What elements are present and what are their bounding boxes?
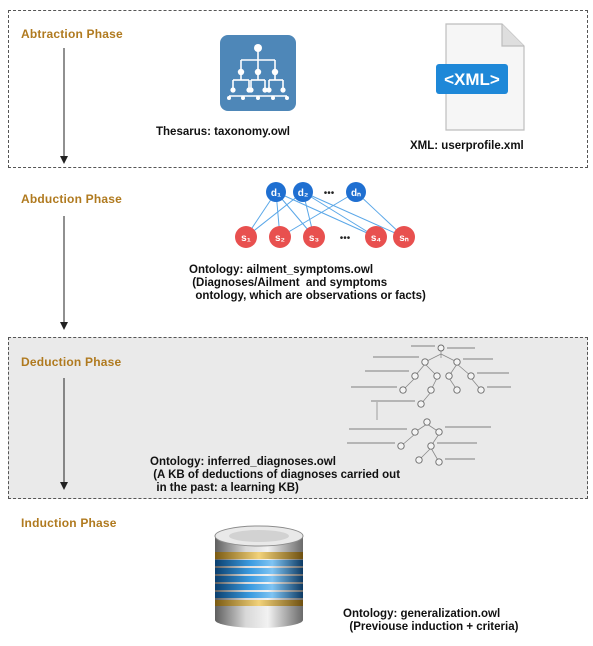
disease-ellipsis: ••• [324,188,335,199]
xml-caption: XML: userprofile.xml [410,140,524,152]
symptom-node [303,226,325,248]
symptom-node-label: sₙ [399,233,409,244]
abduction-caption-line1: Ontology: ailment_symptoms.owl [189,264,374,276]
disease-node [346,182,366,202]
disease-node [266,182,286,202]
deduction-caption-line2: (A KB of deductions of diagnoses carried… [150,469,401,481]
induction-caption-line1: Ontology: generalization.owl [343,608,501,620]
disease-node [293,182,313,202]
symptom-node-label: s₁ [241,233,251,244]
ailment-symptom-graph: d₁ d₂ dₙ ••• s₁ s₂ s₃ s₄ sₙ ••• [235,182,415,248]
abduction-caption-line3: ontology, which are observations or fact… [189,290,426,302]
flow-arrow-3 [60,378,68,490]
deduction-phase-box [8,337,588,499]
flow-arrow-2 [60,216,68,330]
abstraction-phase-box [8,10,588,168]
deduction-caption-line1: Ontology: inferred_diagnoses.owl [150,456,336,468]
symptom-node-label: s₃ [309,233,320,244]
deduction-phase-label: Deduction Phase [21,355,122,369]
disease-node-label: d₁ [271,188,281,199]
symptom-node [269,226,291,248]
induction-caption-line2: (Previouse induction + criteria) [343,621,519,633]
flow-arrow-1 [60,48,68,164]
symptom-node [393,226,415,248]
symptom-node-label: s₄ [371,233,382,244]
abduction-phase-label: Abduction Phase [21,192,123,206]
inferred-diagnoses-graph [347,344,511,466]
taxonomy-icon [220,35,296,111]
symptom-node [235,226,257,248]
database-icon [214,525,304,628]
induction-phase-label: Induction Phase [21,516,117,530]
symptom-node-label: s₂ [275,233,285,244]
disease-node-label: d₂ [298,188,309,199]
abstraction-phase-label: Abtraction Phase [21,27,123,41]
disease-nodes: d₁ d₂ dₙ ••• [266,182,366,202]
thesaurus-caption: Thesarus: taxonomy.owl [156,126,290,138]
abduction-caption-line2: (Diagnoses/Ailment and symptoms [189,277,388,289]
xml-badge: <XML> [444,70,500,89]
xml-file-icon: <XML> [436,23,525,131]
deduction-caption-line3: in the past: a learning KB) [150,482,299,494]
symptom-node [365,226,387,248]
disease-node-label: dₙ [351,188,361,199]
symptom-nodes: s₁ s₂ s₃ s₄ sₙ ••• [235,226,415,248]
symptom-ellipsis: ••• [340,233,351,244]
